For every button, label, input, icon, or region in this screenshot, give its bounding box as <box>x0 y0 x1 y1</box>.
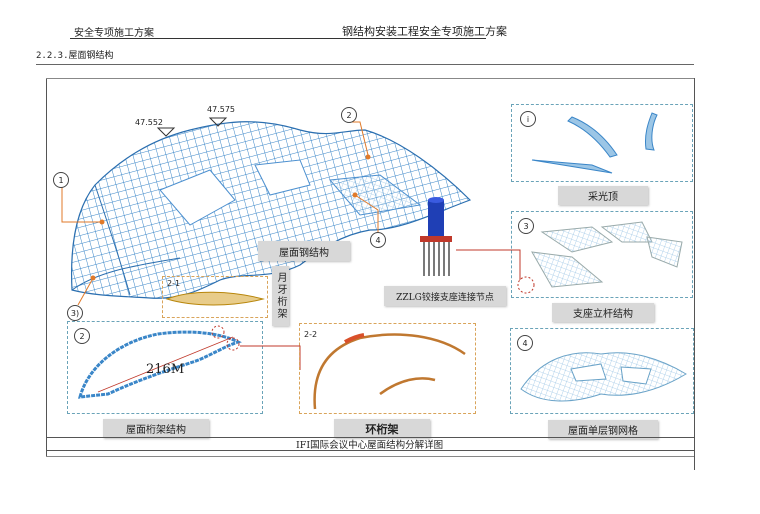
caption-rule-bottom <box>46 450 694 451</box>
figure-caption: IFI国际会议中心屋面结构分解详图 <box>296 437 443 451</box>
ring-truss-number: 2-2 <box>304 330 317 339</box>
ring-truss-drawing <box>300 324 475 413</box>
ring-truss-label: 环桁架 <box>334 419 430 438</box>
figure-bottom-border <box>46 456 694 457</box>
ring-truss-panel: 2-2 <box>299 323 476 414</box>
